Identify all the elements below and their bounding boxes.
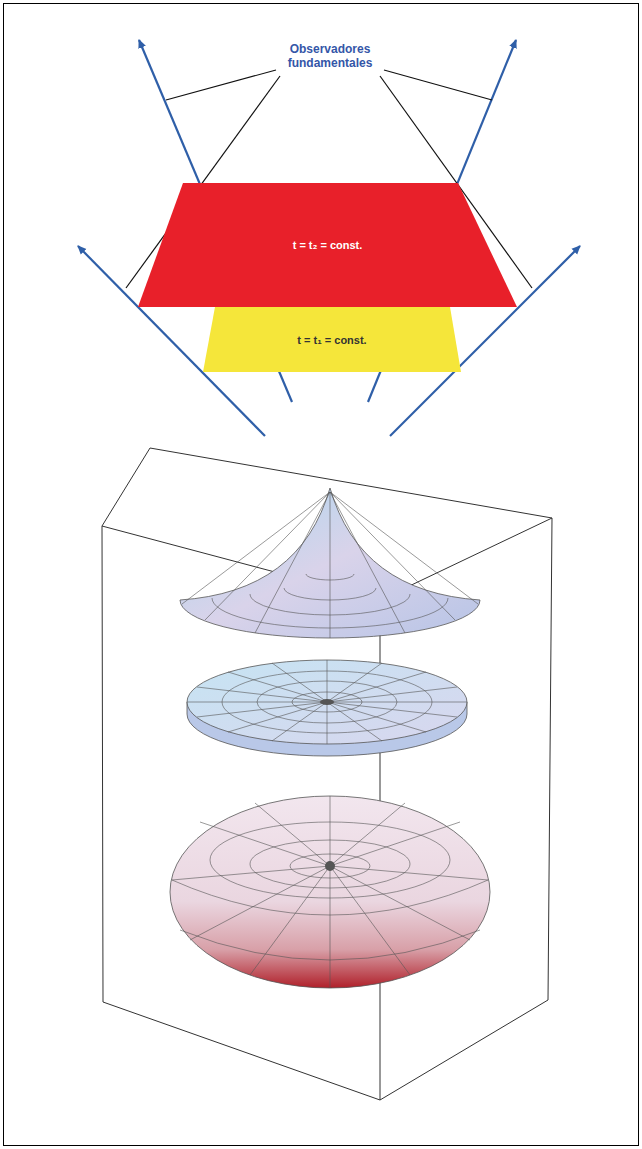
time-slice-earlier: t = t₁ = const. (203, 307, 461, 372)
slice-label: t = t₂ = const. (293, 239, 363, 251)
cone-surface (180, 488, 480, 638)
worldlines (78, 40, 580, 436)
oblate-surface (170, 796, 490, 988)
slice-label: t = t₁ = const. (297, 334, 366, 346)
disk-surface (187, 660, 467, 756)
frame (4, 4, 639, 1146)
observer-label: Observadores fundamentales (275, 42, 385, 70)
plot-box (102, 448, 552, 1100)
time-slice-later: t = t₂ = const. (138, 183, 517, 307)
